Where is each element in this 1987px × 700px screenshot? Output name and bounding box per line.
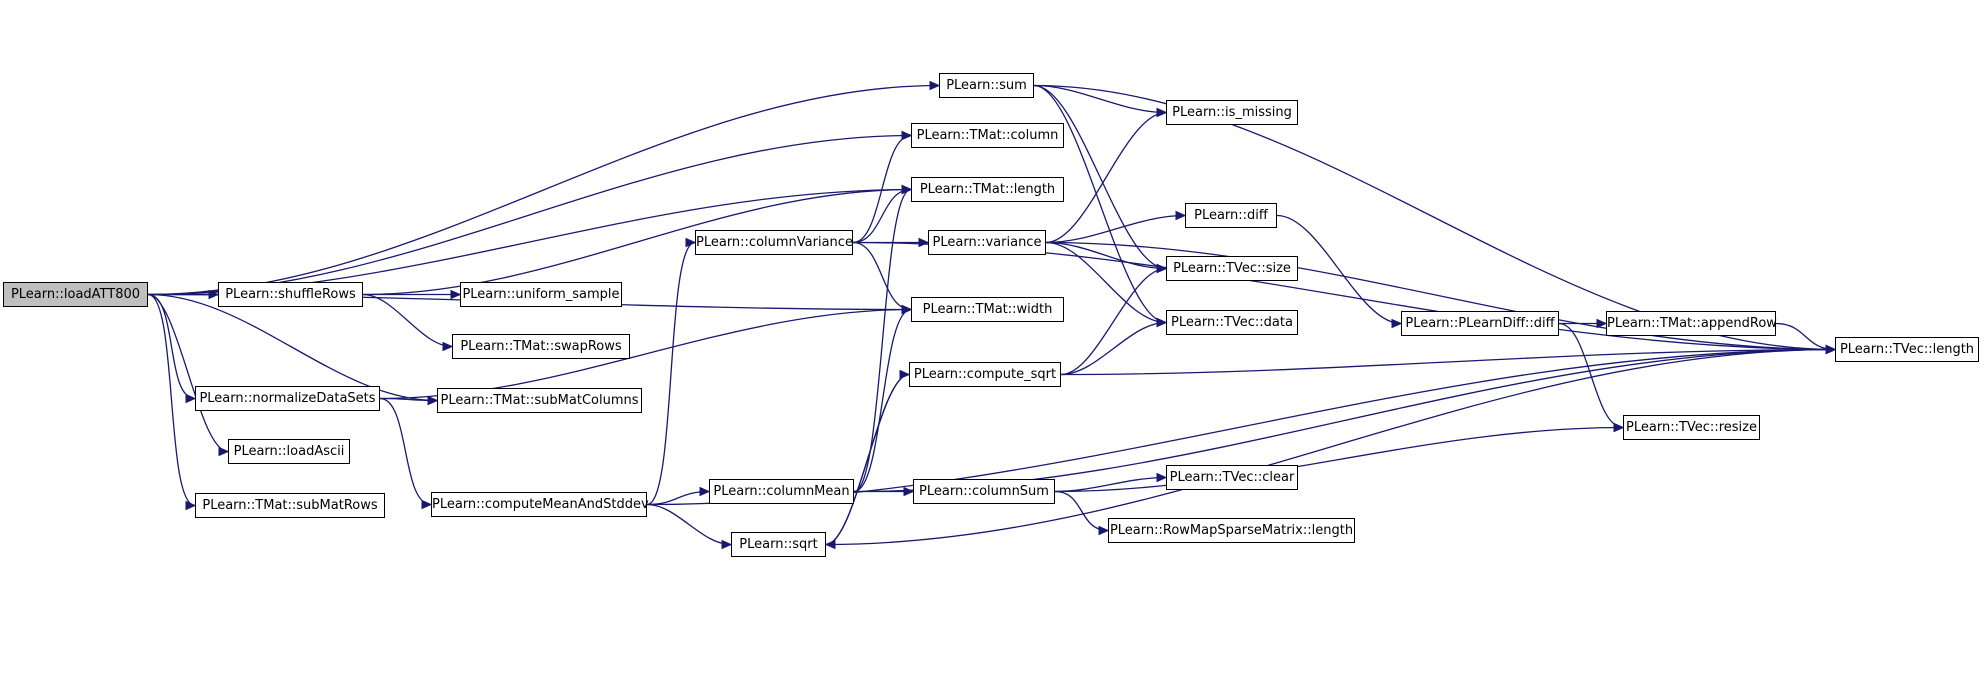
node-sum[interactable]: PLearn::sum <box>939 73 1034 98</box>
node-tvec-length[interactable]: PLearn::TVec::length <box>1835 337 1979 362</box>
node-tvec-size[interactable]: PLearn::TVec::size <box>1166 256 1298 281</box>
arrowhead-columnmean-to-tmat-length <box>901 184 913 195</box>
edge-loadatt800-to-submatrows <box>147 293 196 507</box>
arrowhead-loadatt800-to-loadascii <box>218 446 230 457</box>
edge-compute-sqrt-to-sqrt <box>825 373 910 546</box>
arrowhead-loadatt800-to-shufflerows <box>208 289 220 300</box>
edge-columnmean-to-tmat-width <box>853 308 912 493</box>
edge-variance-to-tvec-data <box>1045 241 1167 324</box>
arrowhead-normalizedatasets-to-submatcolumns <box>427 395 439 406</box>
edge-sum-to-tvec-data <box>1033 84 1167 324</box>
arrowhead-computemeanandstddev-to-sqrt <box>721 539 733 550</box>
arrowhead-computemeanandstddev-to-columnvariance <box>685 237 697 248</box>
node-tmat-width[interactable]: PLearn::TMat::width <box>911 297 1064 322</box>
node-loadatt800: PLearn::loadATT800 <box>3 282 148 307</box>
arrowhead-computemeanandstddev-to-columnmean <box>699 486 711 497</box>
edge-loadatt800-to-normalizedatasets <box>147 293 196 400</box>
node-tmat-column[interactable]: PLearn::TMat::column <box>911 123 1064 148</box>
arrowhead-columnmean-to-columnsum <box>903 486 915 497</box>
arrowhead-loadatt800-to-normalizedatasets <box>185 393 197 404</box>
node-uniform-sample[interactable]: PLearn::uniform_sample <box>460 282 622 307</box>
arrowhead-shufflerows-to-uniform-sample <box>450 289 462 300</box>
edge-compute-sqrt-to-tvec-data <box>1060 321 1167 376</box>
arrowhead-columnvariance-to-variance <box>918 237 930 248</box>
arrowhead-variance-to-diff <box>1175 210 1187 221</box>
node-loadascii[interactable]: PLearn::loadAscii <box>228 439 350 464</box>
node-tmat-submatrows[interactable]: PLearn::TMat::subMatRows <box>195 493 385 518</box>
edge-loadatt800-to-submatcolumns <box>147 293 438 402</box>
edge-columnsum-to-rowmap-length <box>1054 490 1109 532</box>
node-tvec-clear[interactable]: PLearn::TVec::clear <box>1166 465 1298 490</box>
edge-compute-sqrt-to-tvec-size <box>1060 267 1167 376</box>
arrowhead-shufflerows-to-swaprows <box>442 341 454 352</box>
node-tvec-data[interactable]: PLearn::TVec::data <box>1166 310 1298 335</box>
arrowhead-diff-to-pdiff-diff <box>1391 318 1403 329</box>
edge-sum-to-tvec-size <box>1033 84 1167 270</box>
edge-loadatt800-to-sum <box>147 84 940 296</box>
edge-loadatt800-to-loadascii <box>147 293 229 453</box>
arrowhead-pdiff-diff-to-appendrow <box>1596 318 1608 329</box>
node-tmat-swaprows[interactable]: PLearn::TMat::swapRows <box>452 334 630 359</box>
edge-computemeanandstddev-to-sqrt <box>646 503 732 546</box>
arrowhead-columnsum-to-tvec-clear <box>1156 472 1168 483</box>
node-computemeanandstddev[interactable]: PLearn::computeMeanAndStddev <box>431 492 649 517</box>
node-tvec-resize[interactable]: PLearn::TVec::resize <box>1623 415 1760 440</box>
node-tmat-submatcolumns[interactable]: PLearn::TMat::subMatColumns <box>437 388 642 413</box>
arrowhead-variance-to-is-missing <box>1156 107 1168 118</box>
edge-columnmean-to-tmat-length <box>853 188 912 493</box>
node-compute-sqrt[interactable]: PLearn::compute_sqrt <box>909 362 1061 387</box>
edge-computemeanandstddev-to-columnvariance <box>646 241 696 506</box>
node-plearndiff-diff[interactable]: PLearn::PLearnDiff::diff <box>1401 311 1559 336</box>
arrowhead-loadatt800-to-submatrows <box>185 500 197 511</box>
node-normalizedatasets[interactable]: PLearn::normalizeDataSets <box>195 386 380 411</box>
edge-compute-sqrt-to-tvec-length <box>1060 348 1836 376</box>
arrowhead-compute-sqrt-to-tvec-size <box>1156 263 1168 274</box>
node-columnsum[interactable]: PLearn::columnSum <box>913 479 1055 504</box>
arrowhead-compute-sqrt-to-tvec-data <box>1156 317 1168 328</box>
arrowhead-appendrow-to-tvec-length <box>1825 344 1837 355</box>
edge-loadatt800-to-tmat-column <box>147 134 912 296</box>
edge-variance-to-tvec-length <box>1045 241 1836 351</box>
edge-sum-to-is-missing <box>1033 84 1167 114</box>
node-diff[interactable]: PLearn::diff <box>1185 203 1277 228</box>
node-is-missing[interactable]: PLearn::is_missing <box>1166 100 1298 125</box>
edge-sum-to-tvec-length <box>1033 84 1836 351</box>
node-tmat-length[interactable]: PLearn::TMat::length <box>911 177 1064 202</box>
arrowhead-pdiff-diff-to-tvec-resize <box>1613 422 1625 433</box>
node-tmat-appendrow[interactable]: PLearn::TMat::appendRow <box>1606 311 1777 336</box>
node-columnvariance[interactable]: PLearn::columnVariance <box>695 230 853 255</box>
arrowhead-columnmean-to-tmat-width <box>901 304 913 315</box>
edge-shufflerows-to-swaprows <box>362 293 453 348</box>
edge-diff-to-pdiff-diff <box>1276 214 1402 325</box>
node-variance[interactable]: PLearn::variance <box>928 230 1046 255</box>
arrowhead-normalizedatasets-to-computemeanandstddev <box>421 499 433 510</box>
edge-columnsum-to-tvec-resize <box>1054 426 1624 493</box>
arrowhead-columnvariance-to-tmat-column <box>901 130 913 141</box>
edge-columnvariance-to-tmat-width <box>852 241 912 311</box>
edge-normalizedatasets-to-computemeanandstddev <box>379 397 432 506</box>
edge-shufflerows-to-tmat-length <box>362 188 912 296</box>
edge-variance-to-tvec-size <box>1045 241 1167 270</box>
call-edges <box>147 80 1837 550</box>
edge-variance-to-diff <box>1045 214 1186 244</box>
edge-sqrt-to-tvec-length <box>825 348 1836 546</box>
node-shufflerows[interactable]: PLearn::shuffleRows <box>218 282 363 307</box>
edge-pdiff-diff-to-tvec-resize <box>1558 322 1624 429</box>
arrowhead-loadatt800-to-sum <box>929 80 941 91</box>
arrowhead-columnsum-to-rowmap-length <box>1098 525 1110 536</box>
edge-columnvariance-to-tmat-length <box>852 188 912 244</box>
node-sqrt[interactable]: PLearn::sqrt <box>731 532 826 557</box>
arrowhead-compute-sqrt-to-sqrt <box>824 539 836 550</box>
node-rowmapsparsematrix-length[interactable]: PLearn::RowMapSparseMatrix::length <box>1108 518 1355 543</box>
edge-variance-to-is-missing <box>1045 111 1167 244</box>
node-columnmean[interactable]: PLearn::columnMean <box>709 479 854 504</box>
